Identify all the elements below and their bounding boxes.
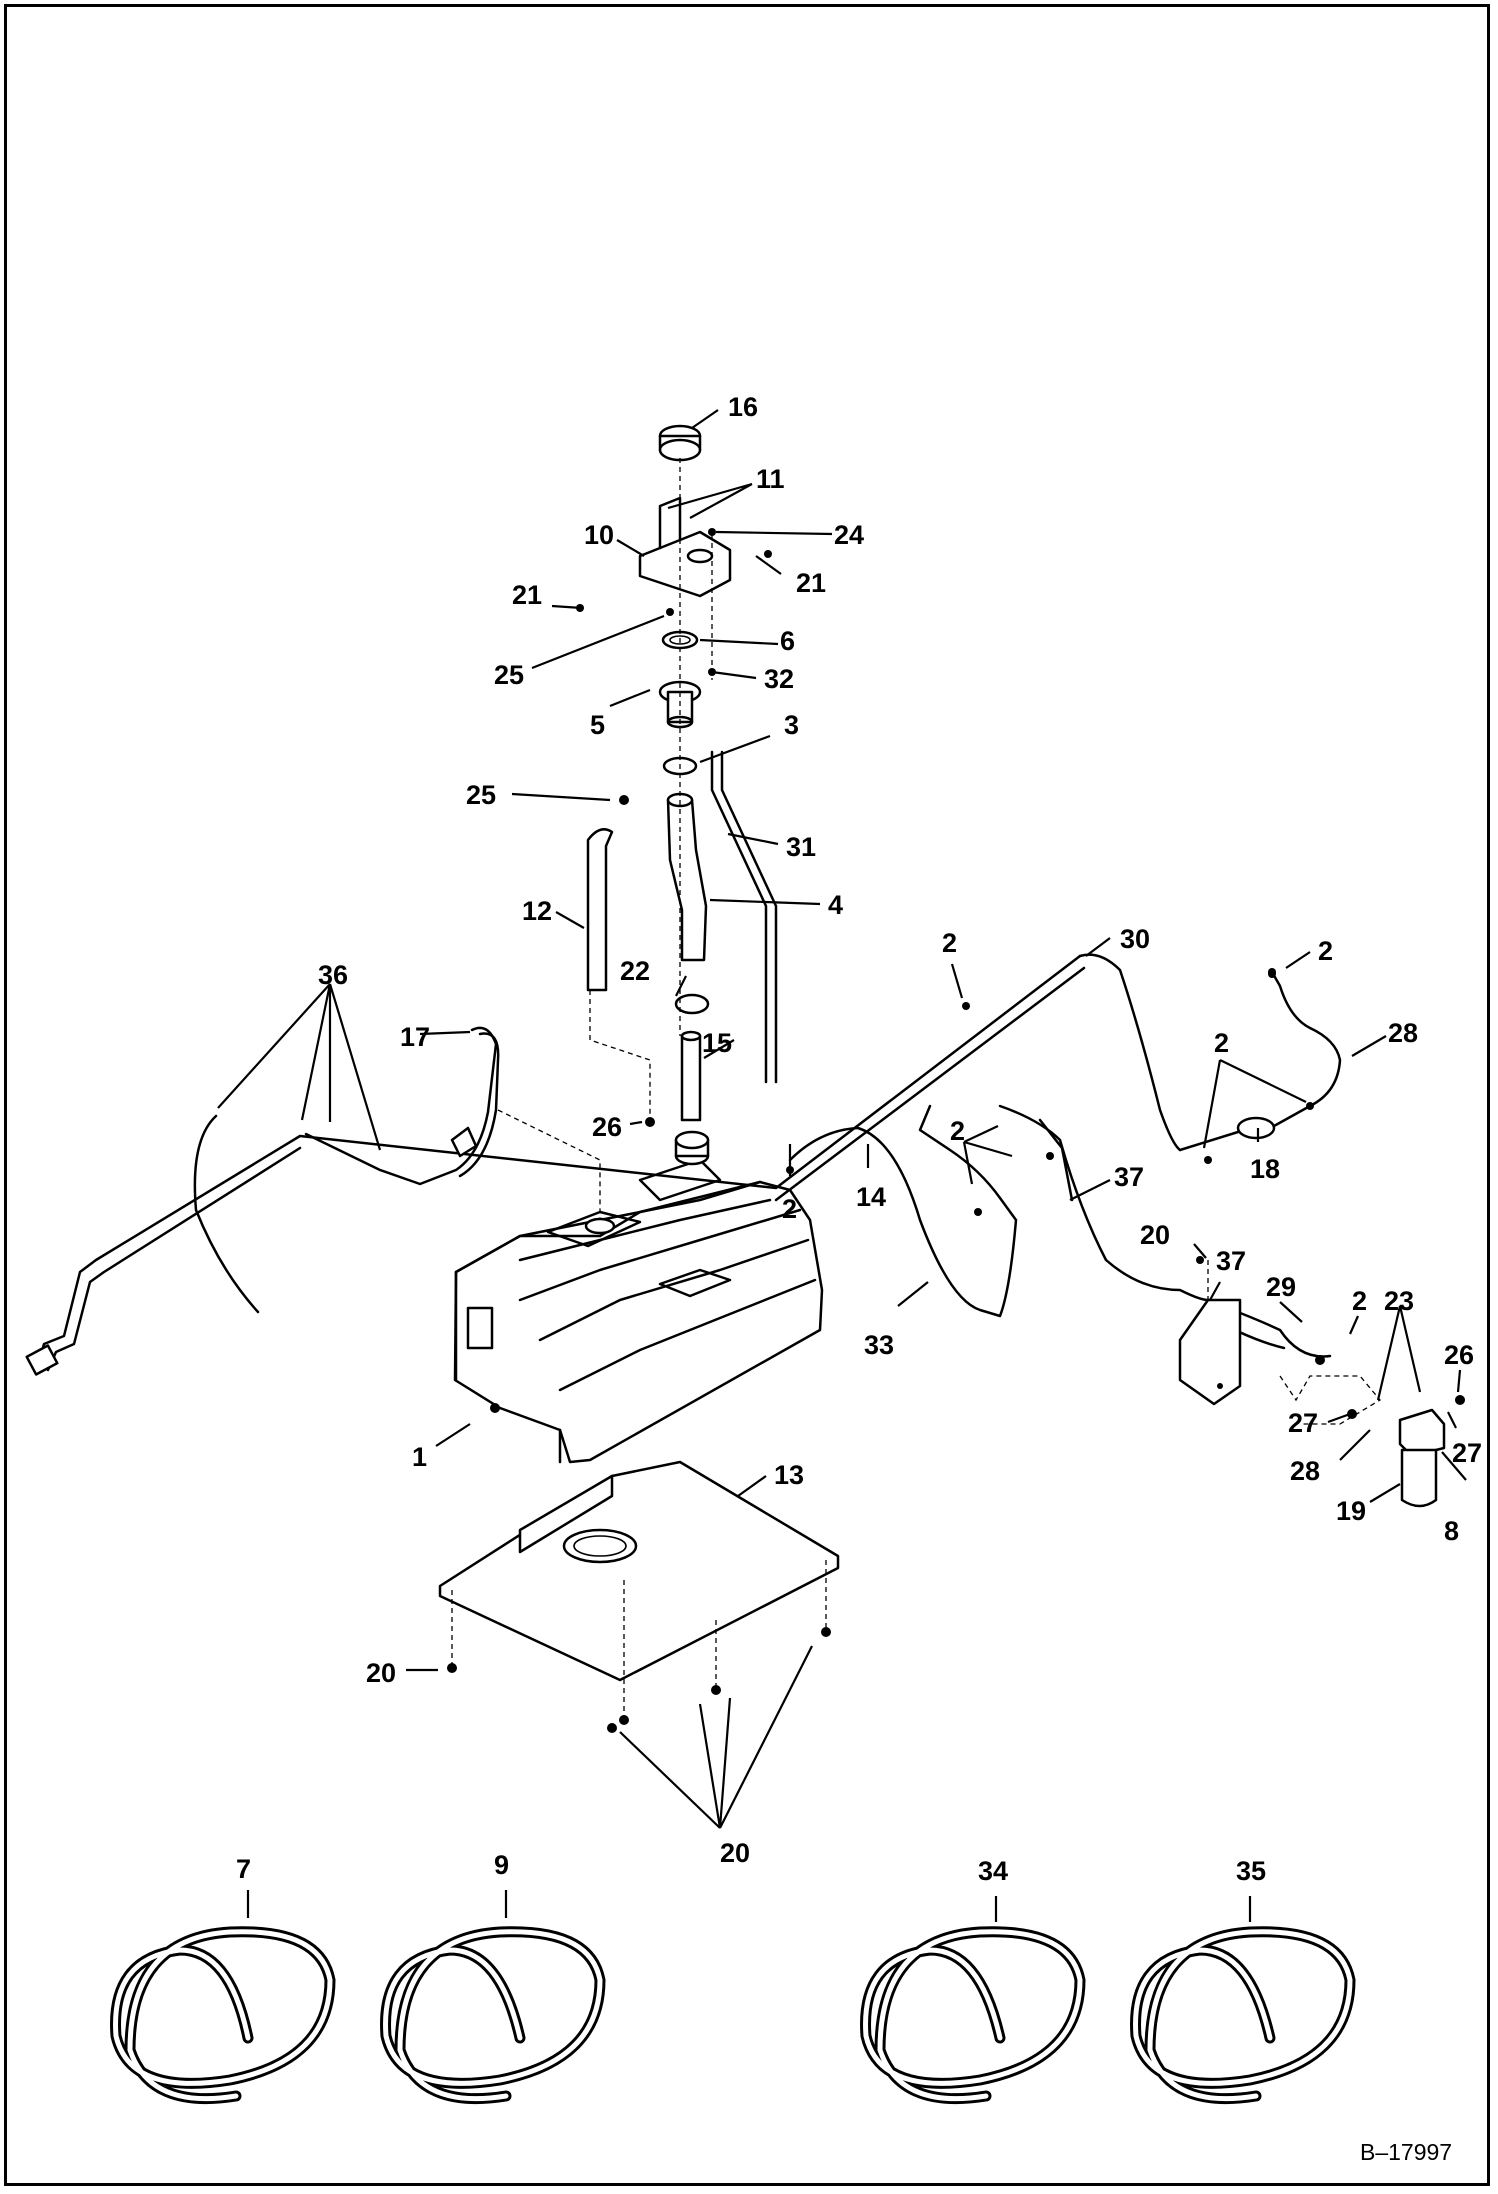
callout-21: 21 [796, 568, 826, 598]
callout-24: 24 [834, 520, 864, 550]
callout-22: 22 [620, 956, 650, 986]
callout-24: 25 [494, 660, 524, 690]
callout-26: 27 [1288, 1408, 1318, 1438]
callout-3: 3 [784, 710, 799, 740]
callout-12: 13 [774, 1460, 804, 1490]
callout-2: 2 [1318, 936, 1333, 966]
callout-25: 25 [466, 780, 496, 810]
callout-20: 20 [366, 1658, 396, 1688]
callout-2: 2 [942, 928, 957, 958]
callout-31: 31 [786, 832, 816, 862]
callout-27: 27 [1452, 1438, 1482, 1468]
callout-29: 29 [1266, 1272, 1296, 1302]
assembly-lines [451, 458, 1209, 1720]
callout-14: 15 [702, 1028, 732, 1058]
callout-13: 14 [856, 1182, 886, 1212]
callout-37: 37 [1114, 1162, 1144, 1192]
callout-32: 33 [864, 1330, 894, 1360]
callout-27: 28 [1290, 1456, 1320, 1486]
hose-coil-33 [860, 1926, 1086, 2105]
callout-36: 36 [318, 960, 348, 990]
callout-37: 37 [1216, 1246, 1246, 1276]
callout-4: 4 [828, 890, 843, 920]
callout-9: 10 [584, 520, 614, 550]
callout-8: 9 [494, 1850, 509, 1880]
callout-30: 30 [1120, 924, 1150, 954]
callout-labels: 16 11 24 10 21 21 25 6 32 5 3 25 31 4 12… [236, 392, 1482, 1886]
fuel-tank [453, 1130, 824, 1464]
callout-6: 6 [780, 626, 795, 656]
callout-26: 26 [1444, 1340, 1474, 1370]
skid-plate [438, 1460, 840, 1682]
callout-33: 34 [978, 1856, 1008, 1886]
callout-17: 18 [1250, 1154, 1280, 1184]
callout-23: 23 [1384, 1286, 1414, 1316]
diagram-frame [4, 4, 1490, 2186]
callout-16: 16 [728, 392, 758, 422]
filler-neck-assembly [586, 424, 778, 1122]
leader-lines [217, 409, 1467, 1922]
callout-35: 32 [764, 664, 794, 694]
callout-20: 20 [1140, 1220, 1170, 1250]
figure-id: B–17997 [1360, 2139, 1452, 2165]
callout-28: 28 [1388, 1018, 1418, 1048]
hose-coil-8 [380, 1926, 606, 2105]
callout-18: 8 [1444, 1516, 1459, 1546]
hardware [447, 528, 1325, 1733]
callout-2: 2 [1352, 1286, 1367, 1316]
callout-20: 20 [720, 1838, 750, 1868]
callout-1: 1 [412, 1442, 427, 1472]
callout-10: 11 [756, 464, 785, 494]
callout-21: 21 [512, 580, 542, 610]
callout-7: 7 [236, 1854, 251, 1884]
callout-5: 5 [590, 710, 605, 740]
callout-2: 2 [1214, 1028, 1229, 1058]
callout-2: 2 [950, 1116, 965, 1146]
fuel-lines [25, 953, 1342, 1376]
callout-11: 12 [522, 896, 552, 926]
callout-19: 19 [1336, 1496, 1366, 1526]
fuel-filter [1347, 1395, 1465, 1508]
hose-coil-34 [1130, 1926, 1356, 2105]
callout-2: 2 [782, 1194, 797, 1224]
filter-bracket [1178, 1298, 1381, 1425]
callout-15: 17 [400, 1022, 430, 1052]
callout-25: 26 [592, 1112, 622, 1142]
hose-coil-7 [110, 1926, 336, 2105]
callout-34: 35 [1236, 1856, 1266, 1886]
